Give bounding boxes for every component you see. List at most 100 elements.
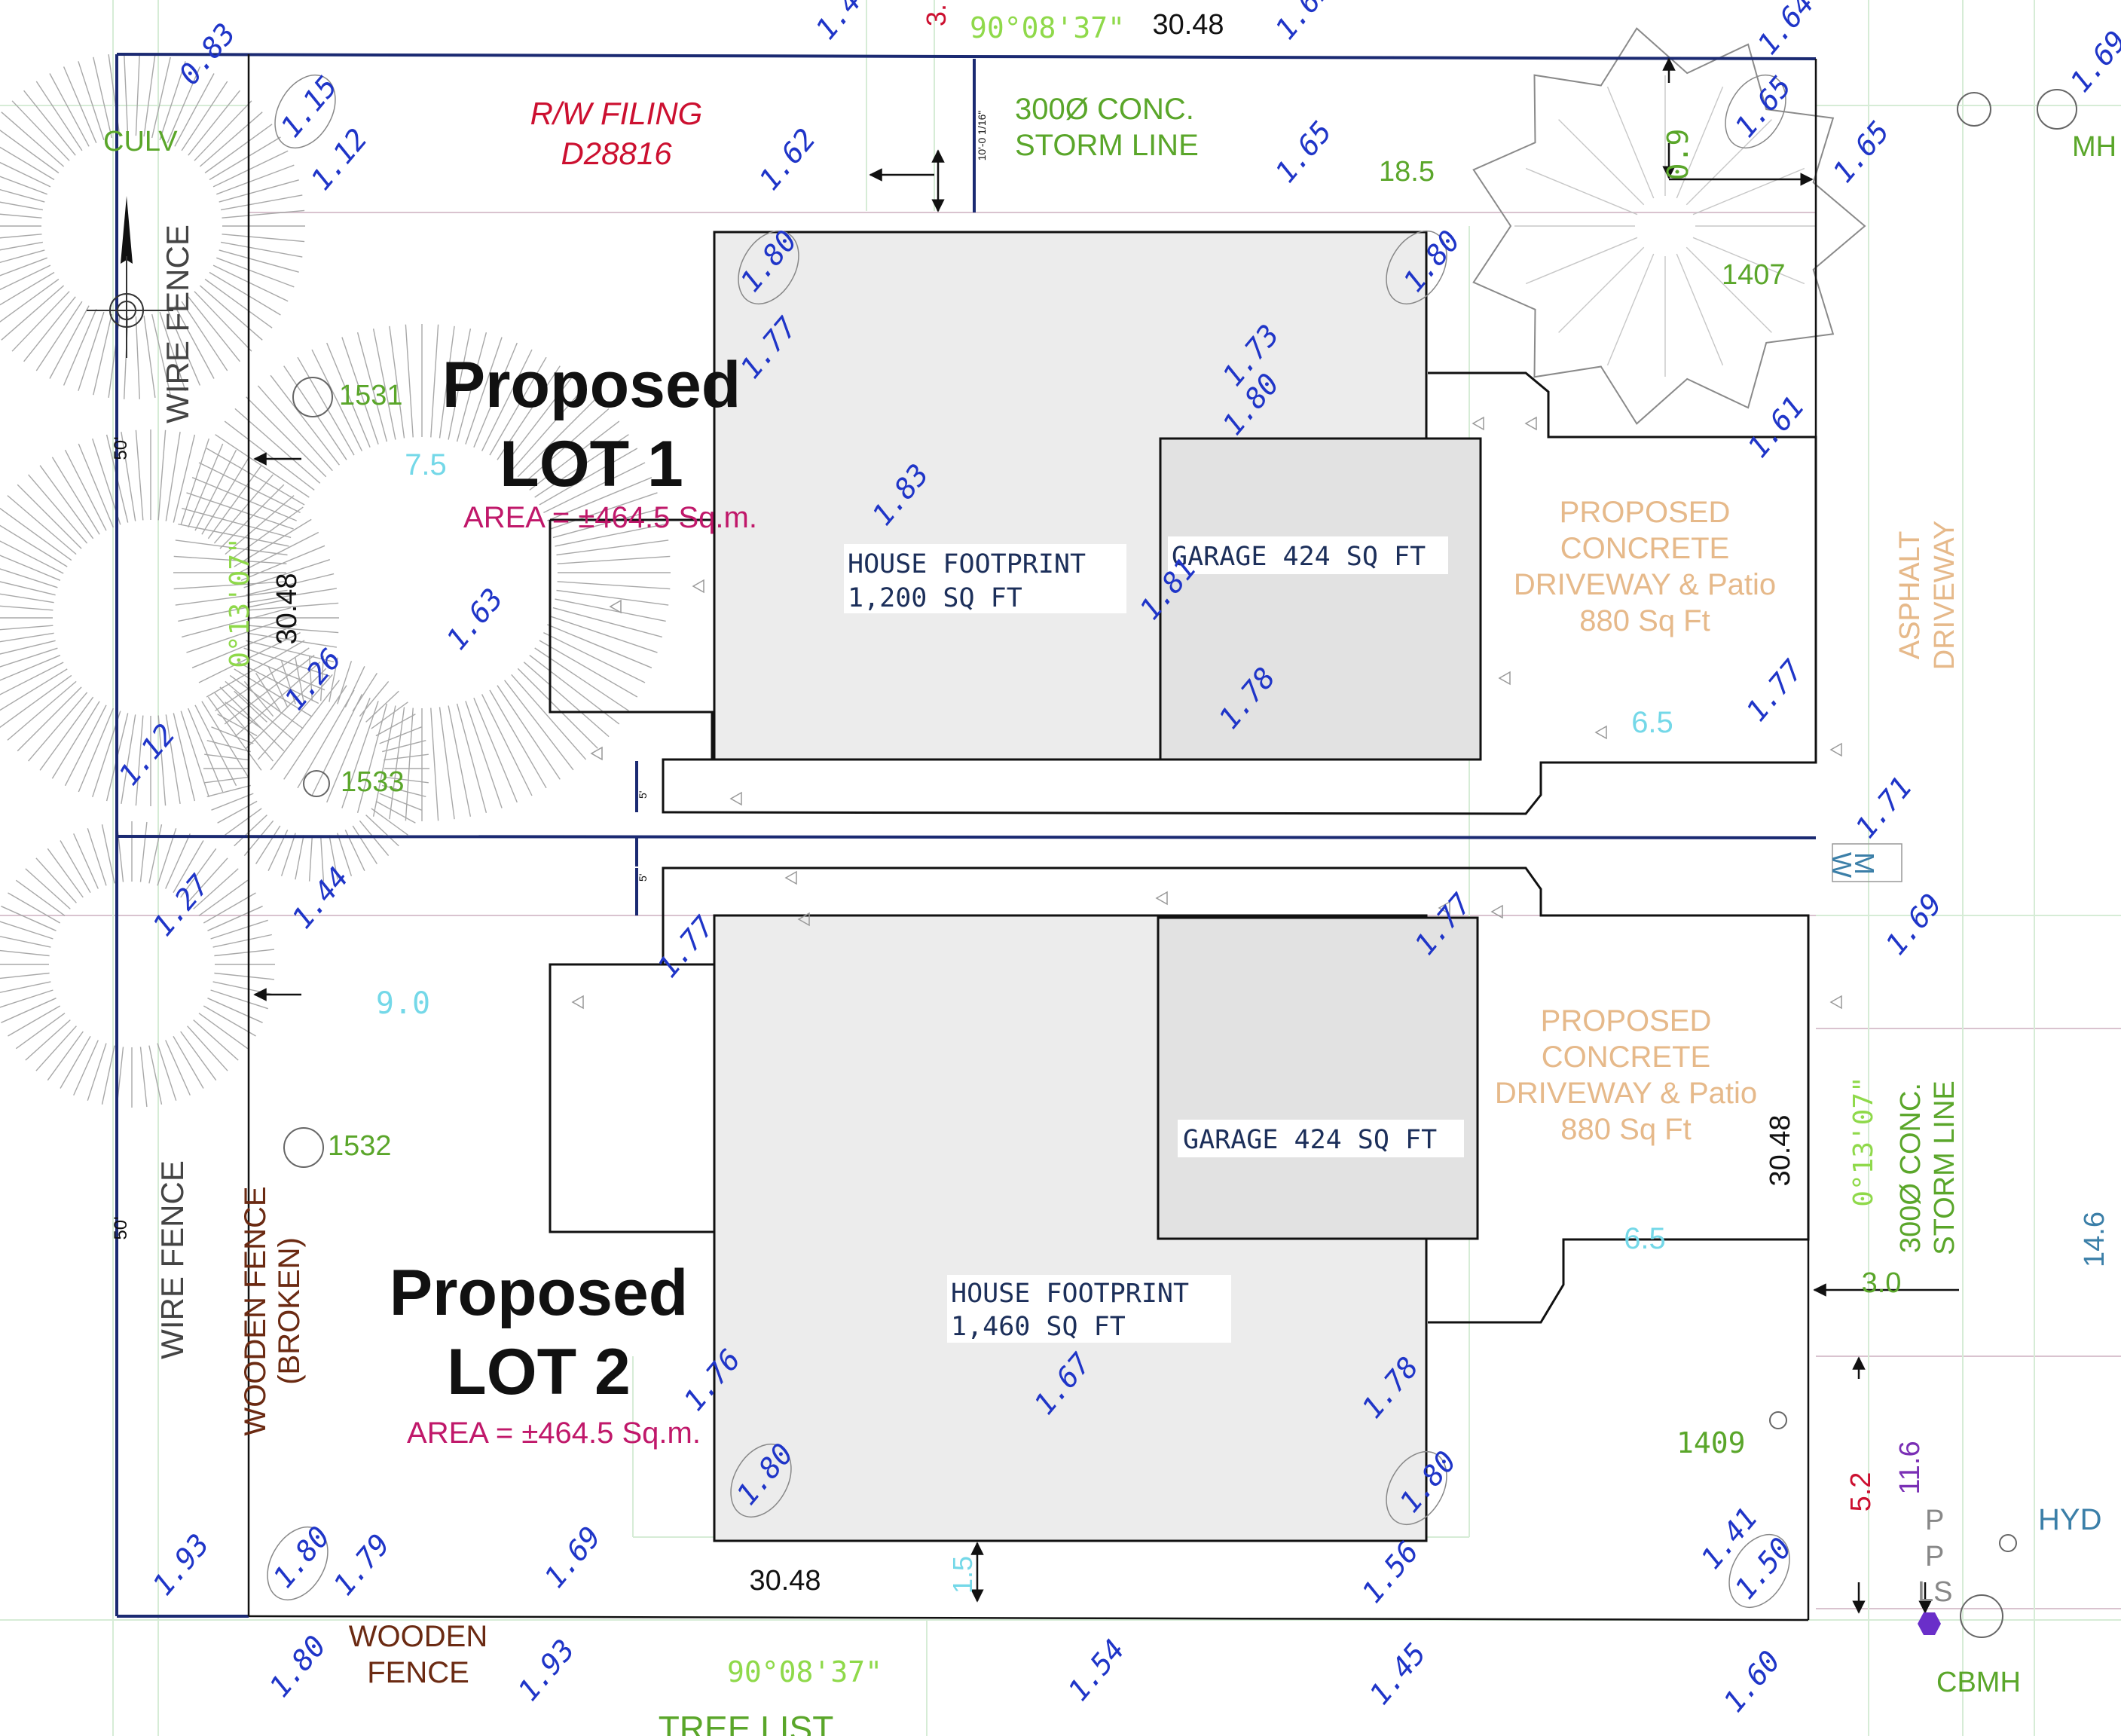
canopy-tick xyxy=(7,495,77,555)
spot-elevation: 1.45 xyxy=(1363,1637,1433,1710)
canopy-tick xyxy=(87,828,107,886)
storm-top-line2: STORM LINE xyxy=(1015,129,1199,162)
survey-triangle xyxy=(692,579,704,594)
tree-branch xyxy=(1606,253,1655,366)
canopy-tick xyxy=(511,385,587,472)
survey-triangle xyxy=(797,912,810,927)
canopy-tick xyxy=(529,420,620,491)
canopy-tick xyxy=(405,708,414,821)
canopy-tick xyxy=(504,680,574,771)
canopy-tick xyxy=(0,921,53,940)
tree-canopies xyxy=(0,27,1866,1108)
dim-5-2: 5.2 xyxy=(1845,1472,1877,1512)
canopy-tick xyxy=(121,431,136,521)
canopy-tick xyxy=(178,523,289,547)
canopy-tick xyxy=(73,1040,99,1096)
canopy-tick xyxy=(39,465,94,539)
canopy-tick xyxy=(173,581,287,590)
cbmh-hex xyxy=(1918,1612,1941,1635)
canopy-tick xyxy=(481,694,533,796)
lot1-driveway-line2: CONCRETE xyxy=(1560,532,1729,565)
canopy-tick xyxy=(167,66,201,143)
canopy-tick xyxy=(0,271,55,306)
canopy-tick xyxy=(0,257,47,277)
canopy-tick xyxy=(382,740,426,753)
canopy-tick xyxy=(220,194,303,211)
canopy-tick xyxy=(135,715,144,806)
canopy-tick xyxy=(234,690,267,723)
spot-elevation: 1.93 xyxy=(146,1527,216,1601)
canopy-tick xyxy=(504,374,574,466)
canopy-tick xyxy=(181,301,228,371)
canopy-tick xyxy=(547,624,652,668)
canopy-tick xyxy=(326,342,371,448)
canopy-tick xyxy=(212,981,272,995)
canopy-tick xyxy=(517,668,598,749)
wire-fence-bottom: WIRE FENCE xyxy=(154,1160,190,1359)
canopy-tick xyxy=(204,278,273,329)
spot-elevation: 1.62 xyxy=(753,122,823,196)
lot2-driveway-line3: DRIVEWAY & Patio xyxy=(1495,1077,1757,1110)
canopy-tick xyxy=(539,448,638,506)
canopy-tick xyxy=(557,581,671,590)
canopy-tick xyxy=(257,674,333,760)
spot-elevation: 1.69 xyxy=(2064,24,2121,98)
canopy-tick xyxy=(47,1031,84,1081)
spot-elevation: 1.64 xyxy=(1751,0,1821,61)
canopy-tick xyxy=(214,949,275,957)
canopy-tick xyxy=(209,136,281,181)
storm-top-line1: 300Ø CONC. xyxy=(1015,93,1194,126)
lot2-driveway-line4: 880 Sq Ft xyxy=(1560,1113,1691,1146)
canopy-tick xyxy=(280,661,296,704)
canopy-tick xyxy=(201,701,250,779)
lot1-title: Proposed xyxy=(442,349,741,421)
spot-elevation: 1.77 xyxy=(1740,653,1810,727)
canopy-tick xyxy=(270,374,340,466)
tree-branch xyxy=(1692,167,1805,215)
canopy-tick xyxy=(0,625,53,631)
hyd-label: HYD xyxy=(2038,1503,2101,1536)
canopy-tick xyxy=(248,602,339,611)
ppls-p1: P xyxy=(1925,1505,1944,1536)
dim-6-5-top: 6.5 xyxy=(1631,706,1673,739)
canopy-tick xyxy=(63,66,97,143)
survey-triangle xyxy=(609,599,622,614)
survey-triangle xyxy=(571,995,584,1010)
left-50-top: 50' xyxy=(111,436,131,460)
canopy-tick xyxy=(329,657,338,702)
canopy-tick xyxy=(188,90,240,156)
canopy-tick xyxy=(448,705,472,817)
canopy-tick xyxy=(212,150,289,188)
canopy-tick xyxy=(389,707,405,820)
canopy-tick xyxy=(11,291,70,352)
canopy-tick xyxy=(191,624,297,668)
tree-branch xyxy=(1676,253,1724,366)
canopy-tick xyxy=(439,707,455,820)
canopy-tick xyxy=(456,703,487,813)
canopy-tick xyxy=(270,680,340,771)
survey-triangle xyxy=(1524,416,1537,431)
canopy-tick xyxy=(0,241,44,251)
canopy-tick xyxy=(473,342,518,448)
canopy-tick xyxy=(547,477,652,521)
canopy-tick xyxy=(174,73,215,147)
canopy-tick xyxy=(552,607,662,638)
canopy-tick xyxy=(0,632,54,643)
canopy-tick xyxy=(0,568,58,588)
tree-branch xyxy=(1525,167,1638,215)
canopy-tick xyxy=(295,657,304,702)
canopy-tick xyxy=(481,349,533,451)
setback-5a: 5' xyxy=(637,791,649,799)
canopy-tick xyxy=(552,507,662,539)
rw-filing-line2: D28816 xyxy=(561,136,672,171)
canopy-tick xyxy=(15,1013,66,1050)
tree-id-1409: 1409 xyxy=(1676,1426,1746,1459)
canopy-tick xyxy=(180,438,209,525)
canopy-tick xyxy=(489,689,547,789)
canopy-tick xyxy=(219,484,285,549)
bottom-frontage: 30.48 xyxy=(749,1565,821,1597)
canopy-tick xyxy=(219,179,299,203)
canopy-tick xyxy=(39,696,94,771)
canopy-tick xyxy=(372,705,396,817)
canopy-tick xyxy=(124,53,129,136)
